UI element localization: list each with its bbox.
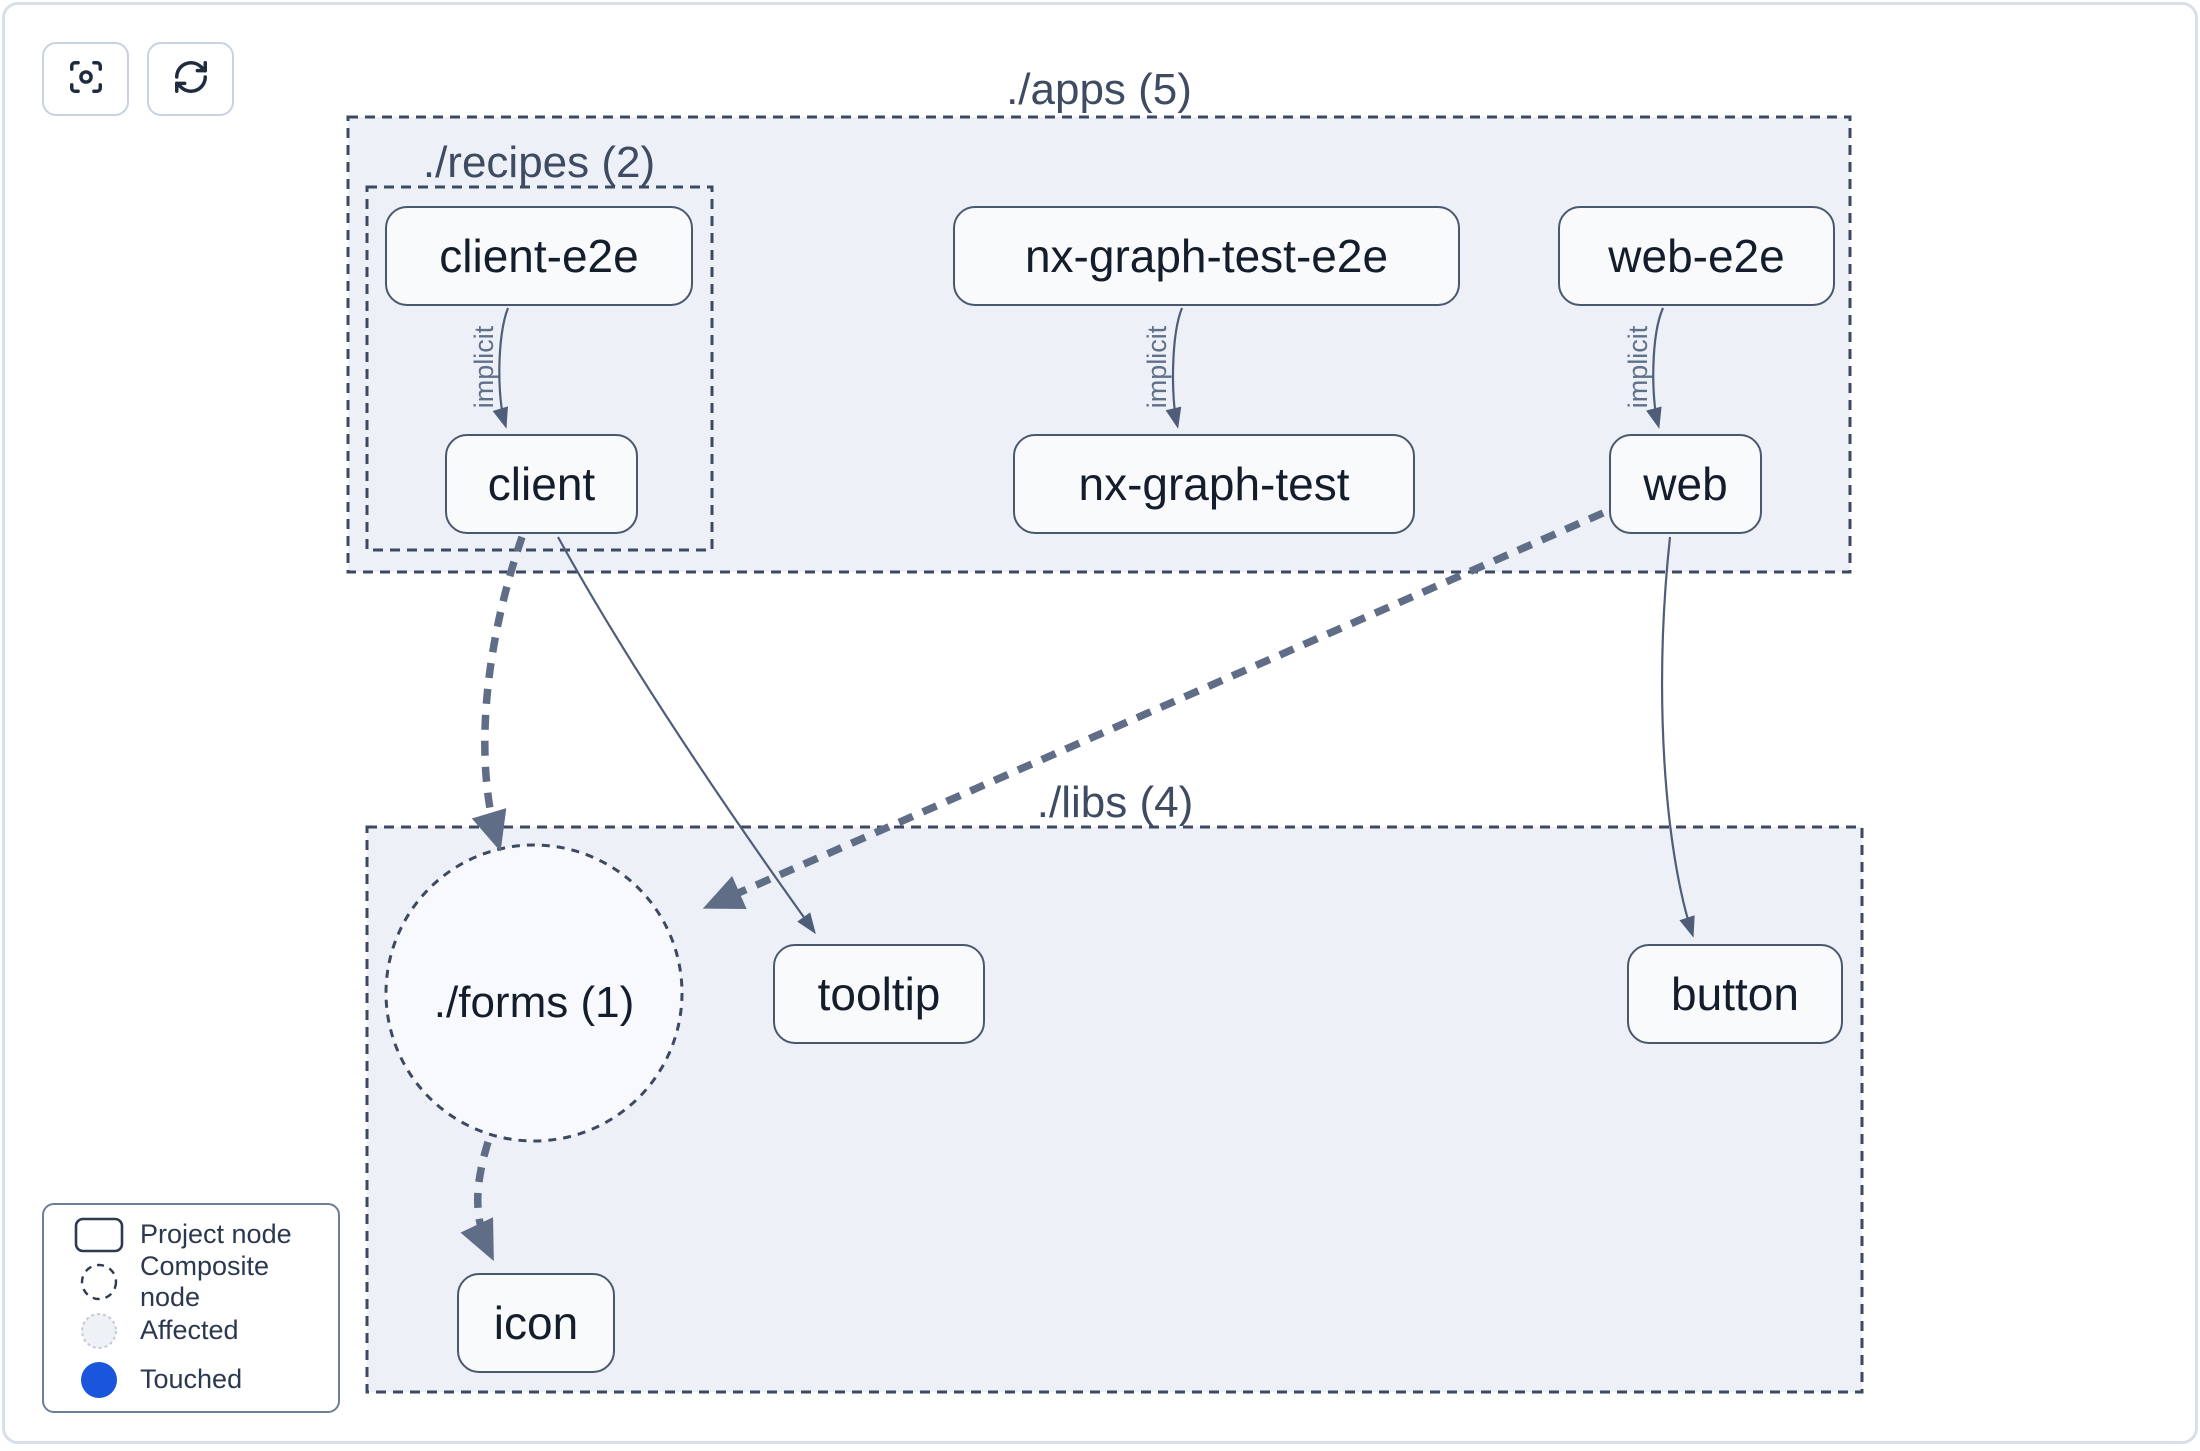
group-title-libs: ./libs (4) <box>1037 778 1193 827</box>
group-apps-border <box>346 115 1852 574</box>
group-title-recipes: ./recipes (2) <box>423 138 655 187</box>
node-nx-graph-test-e2e[interactable]: nx-graph-test-e2e <box>953 206 1460 306</box>
toolbar <box>42 42 234 116</box>
affected-swatch-icon <box>62 1311 136 1351</box>
node-client[interactable]: client <box>445 434 638 534</box>
dependency-graph: ./apps (5) ./recipes (2) ./libs (4) impl… <box>346 65 1864 1394</box>
composite-node-forms[interactable] <box>384 843 684 1143</box>
touched-swatch-icon <box>62 1360 136 1400</box>
focus-button[interactable] <box>42 42 129 116</box>
edge-web-e2e-to-web <box>1646 307 1665 429</box>
edge-client-to-forms <box>471 535 526 852</box>
node-web[interactable]: web <box>1609 434 1762 534</box>
group-recipes-border <box>365 185 714 552</box>
legend-item-composite-node: Composite node <box>62 1251 320 1312</box>
edge-label-implicit-1: implicit <box>469 325 499 408</box>
scan-focus-icon <box>67 58 105 101</box>
legend-item-affected: Affected <box>62 1311 320 1351</box>
legend-label: Project node <box>140 1219 292 1249</box>
legend-label: Touched <box>140 1364 243 1394</box>
node-button[interactable]: button <box>1627 944 1843 1044</box>
edge-web-to-button <box>1661 536 1695 938</box>
node-tooltip[interactable]: tooltip <box>773 944 985 1044</box>
legend-item-touched: Touched <box>62 1360 320 1400</box>
refresh-button[interactable] <box>147 42 234 116</box>
edge-client-e2e-to-client <box>492 307 510 429</box>
project-node-swatch-icon <box>62 1217 136 1253</box>
legend-item-project-node: Project node <box>62 1217 320 1253</box>
node-icon[interactable]: icon <box>457 1273 615 1373</box>
node-nx-graph-test[interactable]: nx-graph-test <box>1013 434 1415 534</box>
edge-label-implicit-3: implicit <box>1623 325 1653 408</box>
node-web-e2e[interactable]: web-e2e <box>1558 206 1835 306</box>
group-title-apps: ./apps (5) <box>1006 65 1192 114</box>
legend-label: Affected <box>140 1315 239 1345</box>
composite-node-forms-label: ./forms (1) <box>434 978 634 1027</box>
edge-label-implicit-2: implicit <box>1142 325 1172 408</box>
edge-forms-to-icon <box>460 1140 494 1262</box>
node-client-e2e[interactable]: client-e2e <box>385 206 693 306</box>
legend: Project node Composite node Affected <box>42 1203 340 1413</box>
group-libs-border <box>365 825 1864 1394</box>
edge-nx-graph-test-e2e-to-nx-graph-test <box>1165 307 1184 429</box>
legend-label: Composite node <box>140 1250 270 1312</box>
edge-client-to-tooltip <box>557 536 816 935</box>
composite-node-swatch-icon <box>62 1262 136 1302</box>
edge-web-to-forms <box>702 509 1605 910</box>
refresh-icon <box>172 58 210 101</box>
